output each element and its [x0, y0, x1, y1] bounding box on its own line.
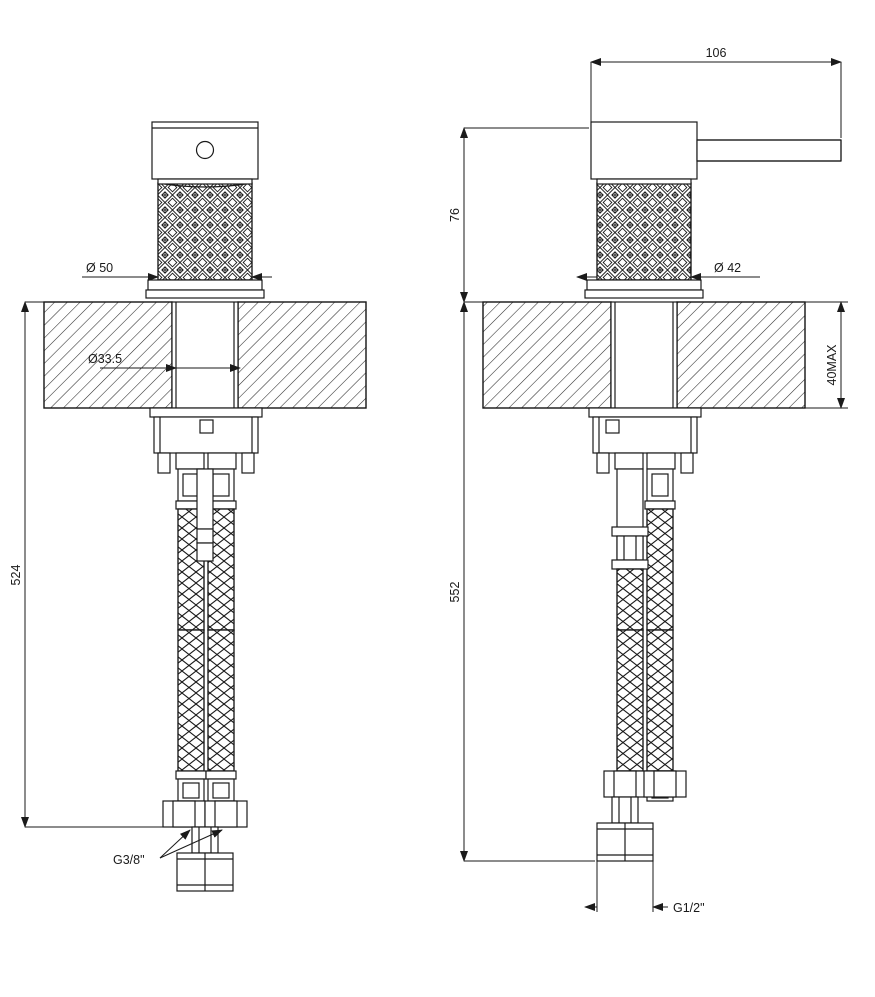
- front-view-dimensions: Ø 50 Ø33.5 524 G3/8": [9, 261, 272, 867]
- dim-label-height-76: 76: [448, 208, 462, 222]
- front-handle-cap: [151, 121, 259, 180]
- dim-label-length-106: 106: [706, 46, 727, 60]
- dim-length-106: 106: [590, 46, 842, 138]
- dim-label-height-552: 552: [448, 582, 462, 603]
- dim-height-524: 524: [9, 301, 168, 828]
- side-view-dimensions: 106 76 Ø 42 40MAX 552: [448, 46, 848, 915]
- front-center-outlet: [176, 826, 234, 892]
- dim-label-diameter-33-5: Ø33.5: [88, 352, 122, 366]
- dim-label-thickness-40max: 40MAX: [825, 344, 839, 386]
- side-lever-arm: [696, 139, 842, 162]
- front-supply-hoses: [175, 468, 237, 802]
- front-shank: [171, 301, 239, 409]
- dim-thread-g12: G1/2": [584, 861, 705, 915]
- dim-label-diameter-50: Ø 50: [86, 261, 113, 275]
- front-handle-barrel: [157, 178, 253, 281]
- dim-height-552: 552: [448, 301, 595, 862]
- dim-label-diameter-42: Ø 42: [714, 261, 741, 275]
- side-center-outlet: [596, 796, 654, 862]
- dim-thickness-40max: 40MAX: [801, 301, 848, 409]
- dim-label-height-524: 524: [9, 565, 23, 586]
- front-inlet-nuts: [162, 800, 248, 828]
- side-shank: [610, 301, 678, 409]
- front-escutcheon: [145, 279, 265, 299]
- dim-diameter-42: Ø 42: [576, 261, 760, 281]
- dim-diameter-33-5: Ø33.5: [88, 352, 241, 372]
- side-inlet-nuts: [603, 770, 687, 798]
- side-handle-cap: [590, 121, 698, 180]
- dim-label-thread-g12: G1/2": [673, 901, 705, 915]
- front-countertop: [43, 301, 367, 409]
- dim-thread-g38: G3/8": [113, 829, 223, 867]
- dim-label-thread-g38: G3/8": [113, 853, 145, 867]
- dim-diameter-50: Ø 50: [82, 261, 272, 281]
- front-valve-body: [149, 407, 263, 474]
- dim-height-76: 76: [448, 127, 589, 303]
- side-valve-body: [588, 407, 702, 474]
- side-view-group: [482, 121, 842, 862]
- side-handle-barrel: [596, 178, 692, 281]
- front-view-group: [43, 121, 367, 892]
- side-supply-hoses: [611, 468, 676, 802]
- side-escutcheon: [584, 279, 704, 299]
